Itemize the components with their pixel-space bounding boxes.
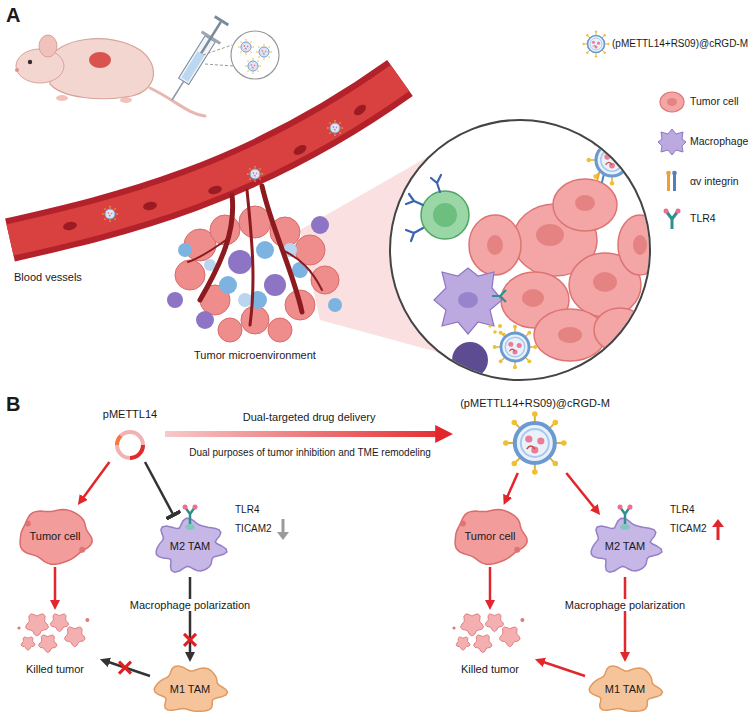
- panel-letter: B: [6, 393, 20, 415]
- arrow-connector: [489, 567, 492, 605]
- arrow-connector: [566, 473, 597, 511]
- tumor-cell: Tumor cell: [450, 505, 530, 567]
- blocked-mark: [119, 662, 131, 674]
- tumor-cell: Tumor cell: [15, 505, 95, 567]
- protein-label-box: TICAM2: [235, 522, 272, 535]
- arrow-note: Dual purposes of tumor inhibition and TM…: [189, 447, 431, 458]
- macrophage-cell: M2 TAM: [585, 515, 665, 577]
- node-label: Tumor cell: [465, 530, 516, 543]
- node-label: Killed tumor: [461, 663, 519, 676]
- edge-label-box: Dual-targeted drug delivery: [243, 410, 376, 424]
- arrow-note-box: Dual purposes of tumor inhibition and TM…: [189, 446, 431, 459]
- node-label: Tumor cell: [30, 530, 81, 543]
- region-label: Tumor microenvironment: [194, 349, 316, 361]
- node-label: pMETTL14: [103, 408, 157, 421]
- killed-tumor: Killed tumor: [445, 610, 535, 678]
- legend-label-box: TLR4: [690, 212, 716, 225]
- node-label: M2 TAM: [170, 540, 211, 553]
- legend-label: (pMETTL14+RS09)@cRGD-M: [612, 38, 748, 49]
- legend-label-box: Tumor cell: [690, 95, 739, 108]
- protein-label: TICAM2: [670, 523, 707, 534]
- edge-label-box: Macrophage polarization: [562, 598, 688, 612]
- arrow-connector: [105, 661, 150, 676]
- protein-label-box: TICAM2: [670, 522, 707, 535]
- panel-letter-box: A: [6, 3, 20, 28]
- arrow-connector: [540, 661, 585, 676]
- node-label: M2 TAM: [605, 540, 646, 553]
- region-label-box: Blood vessels: [14, 270, 82, 284]
- legend-icons: [582, 30, 686, 229]
- region-label-box: Tumor microenvironment: [194, 348, 316, 362]
- syringe: [163, 14, 232, 106]
- panel-letter-box: B: [6, 392, 20, 417]
- legend-label: Tumor cell: [690, 95, 739, 107]
- plasmid-node: pMETTL14: [95, 406, 165, 462]
- edge-label: Dual-targeted drug delivery: [243, 411, 376, 423]
- legend-label: Macrophage: [690, 135, 748, 147]
- edge-label: Macrophage polarization: [127, 599, 253, 611]
- legend-label-box: (pMETTL14+RS09)@cRGD-M: [612, 37, 748, 50]
- arrow-connector: [81, 462, 110, 501]
- legend-label-box: Macrophage: [690, 135, 748, 148]
- panel-letter: A: [6, 4, 20, 26]
- node-label: M1 TAM: [170, 683, 211, 696]
- arrow-connector: [165, 431, 444, 437]
- tumor-mass: [167, 186, 342, 342]
- legend-label: TLR4: [690, 212, 716, 224]
- edge-label: Macrophage polarization: [562, 599, 688, 611]
- inset-nanoparticles: [203, 31, 279, 79]
- mouse: [15, 35, 205, 116]
- arrow-connector: [145, 462, 173, 515]
- m1-macrophage: M1 TAM: [150, 662, 230, 717]
- macrophage-cell: M2 TAM: [150, 515, 230, 577]
- nanoparticle-node: (pMETTL14+RS09)@cRGD-M: [453, 395, 617, 473]
- edge-label-box: Macrophage polarization: [127, 598, 253, 612]
- killed-tumor: Killed tumor: [10, 610, 100, 678]
- arrow-connector: [189, 577, 192, 657]
- node-label: M1 TAM: [605, 683, 646, 696]
- node-label: (pMETTL14+RS09)@cRGD-M: [460, 397, 610, 410]
- arrow-connector: [54, 567, 57, 605]
- receptor-label: TLR4: [670, 504, 694, 515]
- legend-label: αv integrin: [690, 175, 739, 187]
- region-label: Blood vessels: [14, 271, 82, 283]
- blocked-mark: [184, 634, 196, 646]
- receptor-label-box: TLR4: [235, 503, 259, 516]
- m1-macrophage: M1 TAM: [585, 662, 665, 717]
- arrow-connector: [624, 577, 627, 657]
- protein-label: TICAM2: [235, 523, 272, 534]
- receptor-label: TLR4: [235, 504, 259, 515]
- legend-label-box: αv integrin: [690, 175, 739, 188]
- receptor-label-box: TLR4: [670, 503, 694, 516]
- zoom-circle: [390, 120, 662, 380]
- node-label: Killed tumor: [26, 663, 84, 676]
- arrow-connector: [506, 473, 518, 500]
